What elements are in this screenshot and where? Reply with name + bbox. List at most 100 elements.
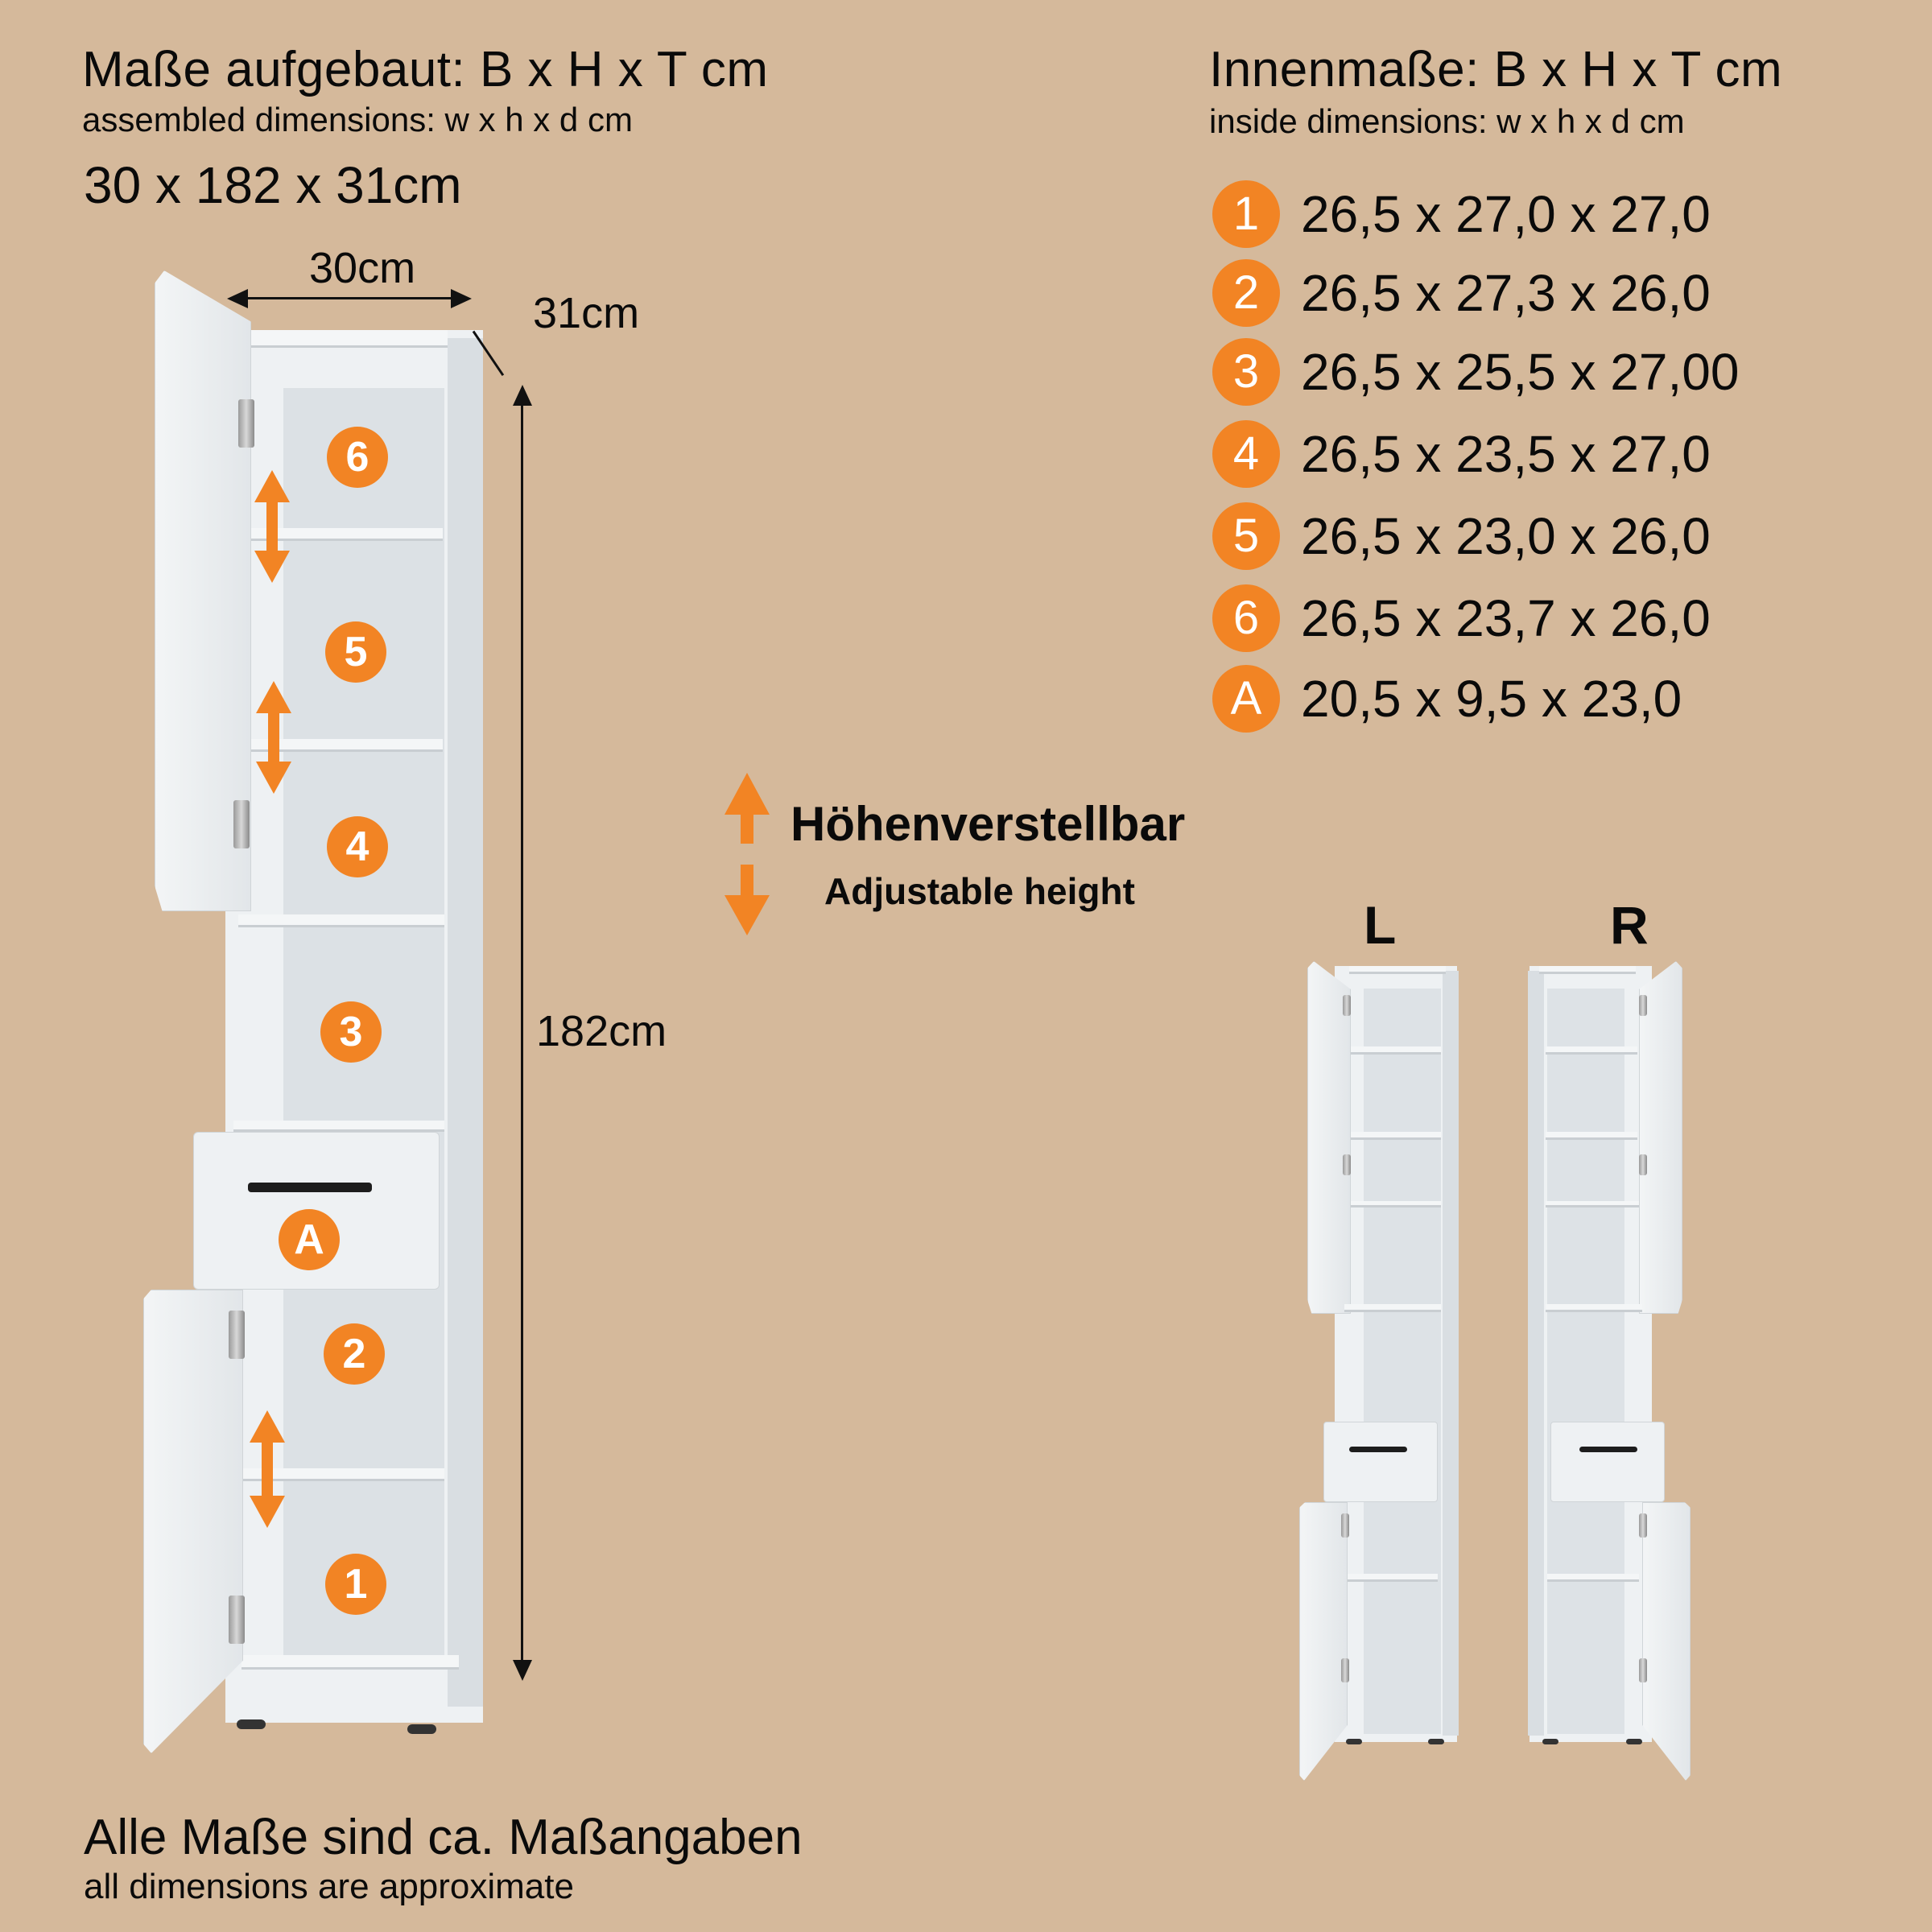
hinge-icon — [1639, 1513, 1647, 1538]
foot — [407, 1724, 436, 1734]
shelf — [233, 1121, 444, 1132]
inside-dim-value: 26,5 x 23,7 x 26,0 — [1301, 589, 1711, 647]
shelf — [250, 528, 443, 541]
assembled-dimensions: 30 x 182 x 31cm — [84, 156, 462, 214]
hinge-icon — [238, 399, 254, 448]
compartment-badge-4: 4 — [327, 816, 388, 877]
down-arrow-icon — [724, 865, 770, 935]
upper-door — [1307, 961, 1351, 1314]
badge-3: 3 — [1212, 338, 1280, 406]
cabinet-top — [250, 330, 448, 348]
shelf — [1346, 1574, 1438, 1582]
variant-left-label: L — [1364, 895, 1397, 955]
inside-dim-row-2: 2 26,5 x 27,3 x 26,0 — [1212, 259, 1711, 327]
height-line — [521, 390, 523, 1674]
foot — [237, 1719, 266, 1729]
hinge-icon — [1639, 1658, 1647, 1682]
badge-6: 6 — [1212, 584, 1280, 652]
foot — [1346, 1739, 1362, 1744]
width-label: 30cm — [309, 244, 416, 292]
badge-1: 1 — [1212, 180, 1280, 248]
shelf — [1349, 1132, 1441, 1140]
drawer — [1550, 1422, 1665, 1502]
inside-dim-value: 26,5 x 23,0 x 26,0 — [1301, 507, 1711, 565]
inside-dim-value: 26,5 x 27,0 x 27,0 — [1301, 185, 1711, 243]
drawer-badge-a: A — [279, 1209, 340, 1270]
badge-a: A — [1212, 665, 1280, 733]
cabinet-top — [1539, 966, 1636, 974]
shelf — [250, 739, 443, 752]
lower-door — [1299, 1502, 1348, 1781]
drawer-handle — [1579, 1447, 1637, 1452]
compartment-badge-5: 5 — [325, 621, 386, 683]
height-label: 182cm — [536, 1007, 667, 1055]
cabinet-interior — [1364, 989, 1441, 1734]
cabinet-side-panel — [1443, 971, 1459, 1736]
inside-dim-value: 26,5 x 25,5 x 27,00 — [1301, 343, 1740, 401]
inside-dim-value: 20,5 x 9,5 x 23,0 — [1301, 670, 1682, 728]
legend-title-de: Höhenverstellbar — [791, 797, 1186, 851]
compartment-badge-6: 6 — [327, 427, 388, 488]
adjustable-arrow-icon — [254, 470, 290, 583]
inside-title-de: Innenmaße: B x H x T cm — [1209, 42, 1783, 97]
foot — [1626, 1739, 1642, 1744]
shelf — [1344, 1304, 1441, 1312]
width-line — [230, 297, 467, 299]
hinge-icon — [233, 800, 250, 848]
depth-label: 31cm — [533, 289, 640, 337]
foot — [1428, 1739, 1444, 1744]
lower-door — [1642, 1502, 1690, 1781]
shelf — [1546, 1132, 1637, 1140]
compartment-badge-1: 1 — [325, 1554, 386, 1615]
inside-dim-row-6: 6 26,5 x 23,7 x 26,0 — [1212, 584, 1711, 652]
lower-door — [143, 1290, 243, 1753]
assembled-title-de: Maße aufgebaut: B x H x T cm — [82, 42, 769, 97]
hinge-icon — [229, 1596, 245, 1644]
hinge-icon — [1341, 1658, 1349, 1682]
assembled-title-en: assembled dimensions: w x h x d cm — [82, 101, 633, 138]
inside-dim-row-3: 3 26,5 x 25,5 x 27,00 — [1212, 338, 1739, 406]
cabinet-side-panel — [448, 338, 483, 1707]
hinge-icon — [1343, 1154, 1351, 1175]
cabinet-interior — [1547, 989, 1624, 1734]
arrow-up-icon — [513, 385, 532, 406]
shelf — [1344, 1201, 1441, 1208]
adjustable-arrow-icon — [250, 1410, 285, 1528]
inside-dim-row-a: A 20,5 x 9,5 x 23,0 — [1212, 665, 1682, 733]
hinge-icon — [1639, 1154, 1647, 1175]
footer-note-en: all dimensions are approximate — [84, 1867, 574, 1906]
shelf — [1547, 1574, 1639, 1582]
inside-dim-value: 26,5 x 27,3 x 26,0 — [1301, 264, 1711, 322]
compartment-badge-2: 2 — [324, 1323, 385, 1385]
shelf — [1349, 1046, 1441, 1055]
badge-2: 2 — [1212, 259, 1280, 327]
shelf — [238, 914, 444, 927]
shelf — [1546, 1046, 1637, 1055]
adjustable-arrow-icon — [256, 681, 291, 794]
cabinet-bottom — [242, 1655, 459, 1670]
inside-dim-value: 26,5 x 23,5 x 27,0 — [1301, 425, 1711, 483]
legend-title-en: Adjustable height — [824, 870, 1135, 912]
badge-4: 4 — [1212, 420, 1280, 488]
badge-5: 5 — [1212, 502, 1280, 570]
arrow-right-icon — [451, 289, 472, 308]
footer-note-de: Alle Maße sind ca. Maßangaben — [84, 1810, 803, 1865]
up-arrow-icon — [724, 773, 770, 844]
cabinet-top — [1349, 966, 1446, 974]
foot — [1542, 1739, 1558, 1744]
compartment-badge-3: 3 — [320, 1001, 382, 1063]
hinge-icon — [229, 1311, 245, 1359]
inside-dim-row-1: 1 26,5 x 27,0 x 27,0 — [1212, 180, 1711, 248]
hinge-icon — [1341, 1513, 1349, 1538]
shelf — [242, 1468, 444, 1481]
shelf — [1546, 1304, 1642, 1312]
drawer — [1323, 1422, 1438, 1502]
inside-title-en: inside dimensions: w x h x d cm — [1209, 102, 1685, 140]
arrow-down-icon — [513, 1660, 532, 1681]
hinge-icon — [1639, 995, 1647, 1016]
arrow-left-icon — [227, 289, 248, 308]
cabinet-side-panel — [1528, 971, 1544, 1736]
inside-dim-row-5: 5 26,5 x 23,0 x 26,0 — [1212, 502, 1711, 570]
hinge-icon — [1343, 995, 1351, 1016]
variant-right-label: R — [1610, 895, 1649, 955]
